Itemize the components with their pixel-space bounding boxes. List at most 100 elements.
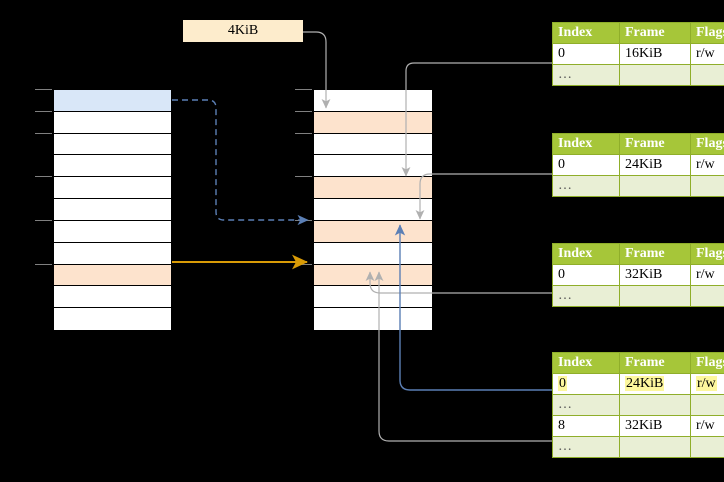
table-row[interactable]: 0 32KiB r/w [552, 264, 724, 286]
table-header-row: Index Frame Flags [552, 133, 724, 155]
table-row[interactable]: 0 24KiB r/w [552, 373, 724, 395]
cell-flags [690, 394, 724, 416]
memory-row[interactable] [314, 111, 432, 134]
connector-table2-to-frame [415, 173, 552, 220]
table-row[interactable]: 8 32KiB r/w [552, 415, 724, 437]
cell-flags-value: r/w [696, 376, 717, 391]
table-row[interactable]: … [552, 394, 724, 416]
table-row[interactable]: 0 24KiB r/w [552, 154, 724, 176]
cell-frame [619, 175, 691, 197]
table-row[interactable]: … [552, 175, 724, 197]
column-header-frame: Frame [619, 352, 691, 374]
column-header-index: Index [552, 243, 620, 265]
memory-row[interactable] [54, 220, 171, 243]
memory-row[interactable] [314, 308, 432, 330]
cell-index: … [552, 64, 620, 86]
table-header-row: Index Frame Flags [552, 352, 724, 374]
memory-row[interactable] [314, 133, 432, 156]
address-tick-mark [35, 176, 52, 178]
cell-flags: r/w [690, 154, 724, 176]
memory-row[interactable] [314, 90, 432, 112]
column-header-frame: Frame [619, 243, 691, 265]
cell-flags [690, 64, 724, 86]
cell-flags [690, 175, 724, 197]
connector-virtual-page-dashed [172, 99, 309, 226]
cell-flags [690, 436, 724, 458]
table-header-row: Index Frame Flags [552, 243, 724, 265]
cell-frame [619, 285, 691, 307]
memory-row[interactable] [314, 264, 432, 287]
cell-index: 0 [552, 373, 620, 395]
cell-index: 0 [552, 154, 620, 176]
memory-row[interactable] [314, 286, 432, 309]
column-header-flags: Flags [690, 352, 724, 374]
address-tick-mark [295, 89, 312, 90]
cell-frame-value: 24KiB [625, 376, 665, 391]
memory-row[interactable] [54, 308, 171, 330]
page-table-level-3: Index Frame Flags 0 32KiB r/w … [552, 243, 724, 307]
cell-index-value: 0 [558, 376, 567, 391]
cell-flags: r/w [690, 415, 724, 437]
address-tick-mark [295, 263, 312, 265]
column-header-flags: Flags [690, 133, 724, 155]
address-tick-mark [295, 219, 312, 221]
memory-row[interactable] [314, 199, 432, 221]
cell-frame: 16KiB [619, 43, 691, 65]
cell-frame: 24KiB [619, 373, 691, 395]
column-header-flags: Flags [690, 243, 724, 265]
cell-flags: r/w [690, 43, 724, 65]
address-tick-mark [35, 219, 52, 221]
column-header-frame: Frame [619, 22, 691, 44]
memory-row[interactable] [54, 286, 171, 309]
cell-index: … [552, 394, 620, 416]
memory-row[interactable] [54, 199, 171, 221]
column-header-index: Index [552, 352, 620, 374]
cell-index: … [552, 285, 620, 307]
memory-row[interactable] [54, 155, 171, 178]
table-row[interactable]: … [552, 436, 724, 458]
cell-frame: 24KiB [619, 154, 691, 176]
column-header-index: Index [552, 133, 620, 155]
memory-row[interactable] [54, 111, 171, 134]
cell-index: 8 [552, 415, 620, 437]
table-header-row: Index Frame Flags [552, 22, 724, 44]
memory-row[interactable] [314, 220, 432, 243]
cell-index: 0 [552, 264, 620, 286]
cell-flags [690, 285, 724, 307]
cell-frame [619, 394, 691, 416]
memory-row[interactable] [314, 242, 432, 265]
address-tick-mark [295, 132, 312, 134]
cell-index: … [552, 175, 620, 197]
address-tick-mark [35, 263, 52, 265]
column-header-flags: Flags [690, 22, 724, 44]
address-tick-mark [295, 110, 312, 112]
address-tick-mark [35, 110, 52, 112]
page-table-level-2: Index Frame Flags 0 24KiB r/w … [552, 133, 724, 197]
memory-row[interactable] [54, 177, 171, 200]
address-tick-mark [35, 89, 52, 90]
column-header-index: Index [552, 22, 620, 44]
memory-row[interactable] [54, 133, 171, 156]
table-row[interactable]: 0 16KiB r/w [552, 43, 724, 65]
table-row[interactable]: … [552, 285, 724, 307]
table-row[interactable]: … [552, 64, 724, 86]
memory-row[interactable] [54, 242, 171, 265]
virtual-address-space-column [53, 89, 172, 330]
memory-row[interactable] [54, 264, 171, 287]
page-size-label: 4KiB [183, 20, 303, 42]
physical-memory-column [313, 89, 433, 330]
cell-index: 0 [552, 43, 620, 65]
memory-row[interactable] [314, 177, 432, 200]
column-header-frame: Frame [619, 133, 691, 155]
memory-row[interactable] [54, 90, 171, 112]
page-table-level-1: Index Frame Flags 0 16KiB r/w … [552, 22, 724, 86]
address-tick-mark [295, 176, 312, 178]
cell-frame: 32KiB [619, 264, 691, 286]
cell-frame: 32KiB [619, 415, 691, 437]
cell-flags: r/w [690, 373, 724, 395]
memory-row[interactable] [314, 155, 432, 178]
cell-index: … [552, 436, 620, 458]
cell-frame [619, 436, 691, 458]
address-tick-mark [35, 132, 52, 134]
